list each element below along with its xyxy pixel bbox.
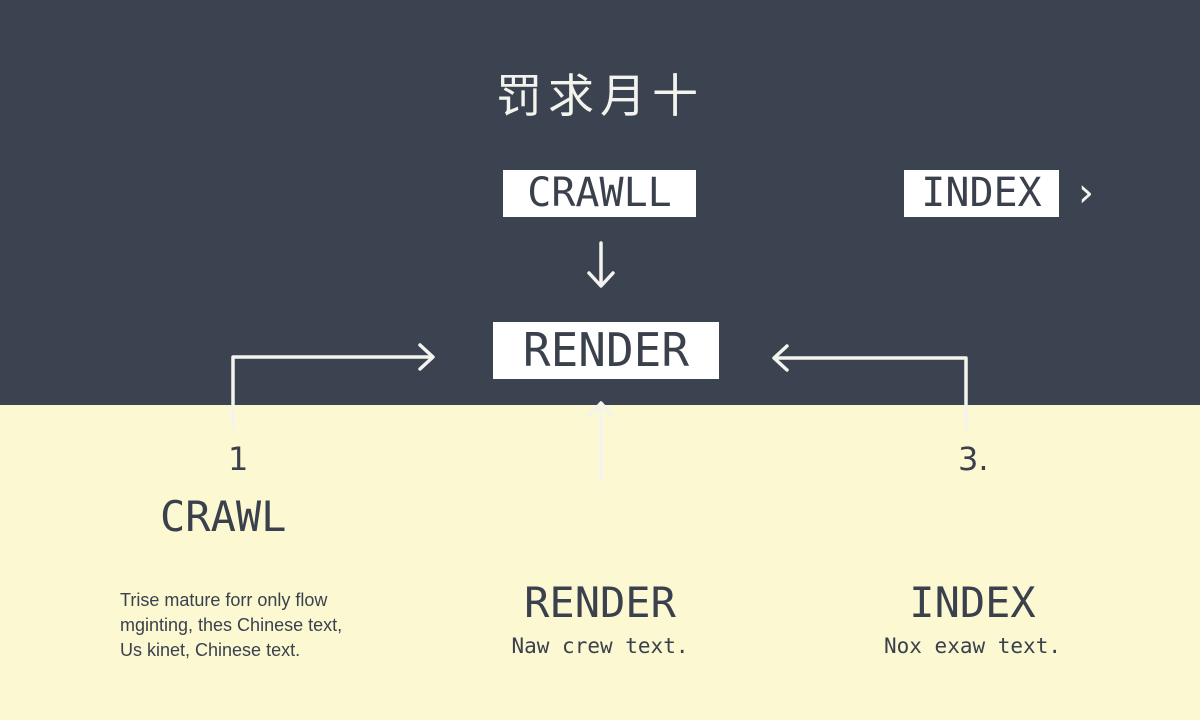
arrow-left-to-render	[231, 343, 435, 430]
index-title: INDEX	[909, 578, 1036, 627]
step-number-1: 1	[228, 440, 249, 478]
index-description: Nox exaw text.	[883, 634, 1061, 658]
index-chevron-icon: ›	[1078, 170, 1094, 216]
crawl-description-line: Trise mature forr only flow	[120, 590, 328, 610]
step-number-3: 3.	[958, 440, 989, 478]
render-title: RENDER	[524, 578, 676, 627]
diagram-heading: 罚求月十	[496, 69, 704, 123]
render-description: Naw crew text.	[511, 634, 689, 658]
index-box: INDEX	[904, 170, 1059, 217]
crawl-description: Trise mature forr only flow mginting, th…	[120, 588, 400, 663]
crawl-box: CRAWLL	[503, 170, 696, 217]
render-box: RENDER	[493, 322, 719, 379]
crawl-title: CRAWL	[160, 492, 287, 541]
arrow-up-to-render	[587, 401, 615, 482]
arrow-crawl-to-render	[587, 241, 615, 288]
crawl-description-line: mginting, thes Chinese text,	[120, 615, 343, 635]
arrow-right-to-render	[772, 344, 968, 430]
crawl-description-line: Us kinet, Chinese text.	[120, 640, 301, 660]
